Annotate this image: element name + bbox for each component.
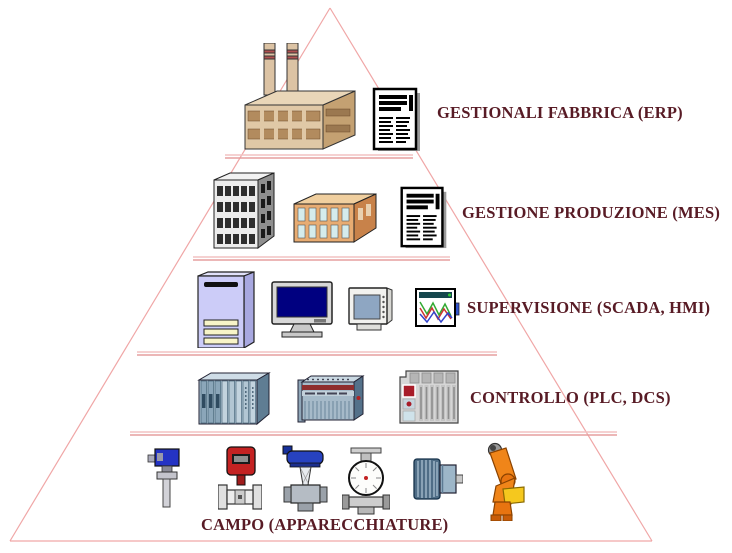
office-building-icon [211,168,278,250]
flow-meter-icon [342,447,390,515]
level-label-field: CAMPO (APPARECCHIATURE) [201,515,449,534]
mes-document-icon [399,186,449,250]
level-divider [130,154,617,436]
temperature-sensor-icon [147,447,185,509]
server-tower-icon [192,268,256,348]
rack-plc-icon [195,368,273,426]
robot-arm-icon [481,441,527,521]
compact-plc-icon [296,370,369,425]
hmi-panel-icon [347,286,394,332]
flow-transmitter-icon [218,445,262,512]
control-valve-icon [282,445,329,512]
electric-motor-icon [413,458,463,500]
level-label-plc: CONTROLLO (PLC, DCS) [470,388,671,407]
chart-recorder-icon [415,288,460,328]
desktop-monitor-icon [270,280,334,338]
level-label-scada: SUPERVISIONE (SCADA, HMI) [467,298,711,317]
factory-icon [237,43,363,151]
warehouse-building-icon [292,188,378,244]
dcs-rack-icon [398,369,460,425]
level-label-erp: GESTIONALI FABBRICA (ERP) [437,103,683,122]
erp-document-icon [372,87,422,153]
level-label-mes: GESTIONE PRODUZIONE (MES) [462,203,721,222]
